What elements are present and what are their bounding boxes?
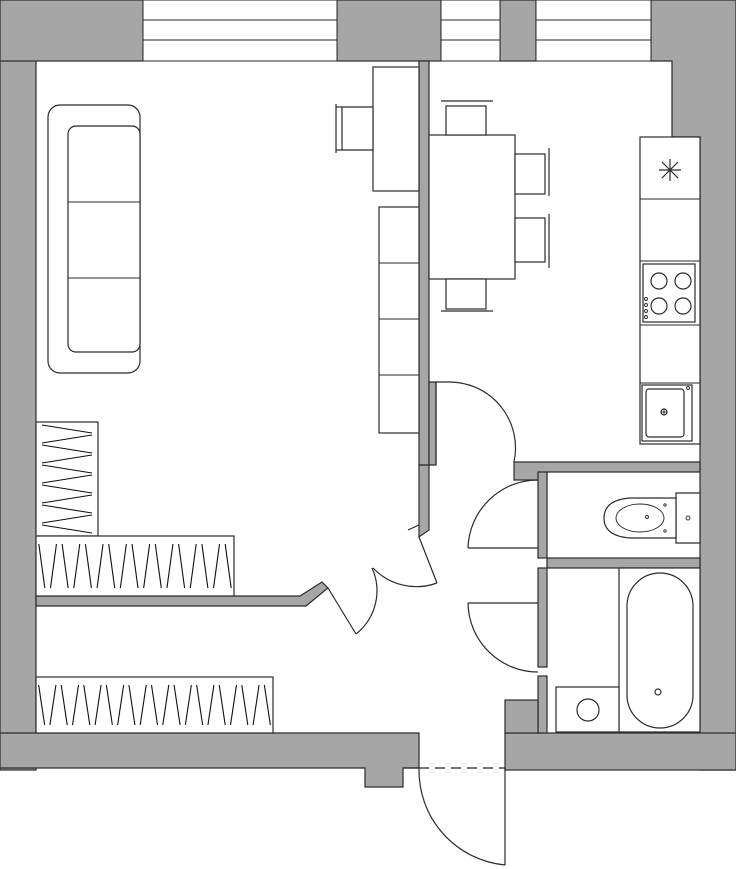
door-icon[interactable]: [403, 767, 506, 866]
hanger-mark: [41, 454, 93, 464]
hanger-mark: [41, 464, 93, 474]
hall-wardrobe: [35, 676, 274, 734]
living-room-wardrobe: [35, 421, 235, 597]
wall-outer-left: [0, 0, 37, 771]
chair-icon: [441, 100, 493, 136]
tv-unit: [378, 206, 420, 434]
sofa-icon: [47, 104, 141, 374]
wall-wc-bath: [546, 557, 701, 569]
hanger-mark: [173, 684, 181, 726]
wall-hall-left: [418, 464, 430, 539]
hanger-mark: [73, 543, 81, 589]
hanger-mark: [41, 514, 93, 524]
wall-corridor-right: [504, 699, 539, 734]
wall-outer-bottom-left: [0, 732, 420, 788]
hanger-mark: [49, 543, 58, 589]
hanger-mark: [162, 684, 170, 726]
wall-outer-bottom-right: [504, 732, 736, 771]
hanger-mark: [166, 543, 174, 589]
hanger-mark: [196, 684, 204, 726]
hanger-mark: [212, 543, 221, 589]
desk-icon: [372, 66, 420, 192]
hanger-mark: [61, 543, 69, 589]
doors: [327, 381, 539, 866]
hanger-mark: [150, 684, 159, 726]
asterisk-icon: [659, 159, 681, 181]
hanger-mark: [241, 684, 249, 726]
hanger-mark: [83, 684, 91, 726]
door-icon[interactable]: [467, 479, 539, 549]
door-icon[interactable]: [435, 381, 517, 465]
hanger-mark: [41, 424, 93, 434]
hanger-mark: [94, 684, 102, 726]
hanger-mark: [252, 684, 260, 726]
bathtub-icon: [618, 567, 701, 733]
wc: [603, 492, 701, 544]
hanger-mark: [41, 524, 93, 534]
washing-machine-icon: [555, 686, 620, 733]
hanger-mark: [41, 474, 93, 484]
door-icon[interactable]: [467, 602, 539, 673]
chair-icon: [335, 104, 374, 153]
bathroom: [555, 567, 701, 733]
walls: [0, 0, 736, 788]
hanger-mark: [224, 543, 232, 589]
hanger-mark: [41, 434, 93, 444]
hanger-mark: [41, 484, 93, 494]
door-icon[interactable]: [327, 524, 438, 635]
hanger-mark: [218, 684, 226, 726]
chair-icon: [514, 148, 550, 196]
windows: [142, 0, 652, 62]
hanger-mark: [143, 543, 151, 589]
hall: [35, 676, 274, 734]
hanger-mark: [49, 684, 57, 726]
wall-outer-top-pier: [499, 0, 537, 62]
sink-icon: [641, 384, 693, 442]
hanger-mark: [128, 684, 136, 726]
hanger-mark: [201, 543, 209, 589]
kitchen: [428, 100, 701, 445]
stove-icon: [642, 263, 696, 323]
hanger-mark: [154, 543, 162, 589]
hanger-mark: [119, 543, 127, 589]
wall-outer-top-left: [0, 0, 144, 62]
hanger-mark: [41, 444, 93, 454]
hanger-mark: [38, 543, 46, 589]
hanger-mark: [189, 543, 197, 589]
window-icon: [142, 0, 338, 62]
hanger-mark: [38, 684, 46, 726]
hanger-mark: [178, 543, 186, 589]
hanger-mark: [229, 684, 238, 726]
chair-icon: [441, 278, 493, 312]
wall-bath-left-lower: [537, 675, 548, 734]
hanger-mark: [105, 684, 113, 726]
window-icon: [440, 0, 501, 62]
hanger-mark: [263, 684, 271, 726]
hanger-mark: [96, 543, 104, 589]
toilet-icon: [603, 492, 701, 544]
window-icon: [535, 0, 652, 62]
wall-living-kitchen: [418, 60, 430, 466]
hanger-mark: [207, 684, 215, 726]
hanger-mark: [60, 684, 68, 726]
chair-icon: [514, 214, 550, 268]
wall-wc-left: [537, 471, 548, 559]
hanger-mark: [117, 684, 125, 726]
hanger-mark: [184, 684, 192, 726]
hanger-mark: [84, 543, 92, 589]
hanger-mark: [139, 684, 147, 726]
wall-outer-top-middle: [336, 0, 442, 62]
wall-kitchen-hall: [428, 381, 437, 466]
hanger-mark: [41, 494, 93, 504]
living-room: [35, 66, 420, 597]
hanger-mark: [131, 543, 139, 589]
hanger-mark: [108, 543, 116, 589]
hanger-mark: [71, 684, 80, 726]
hanger-mark: [41, 504, 93, 514]
dining-table-icon: [428, 134, 516, 280]
wall-bath-left: [537, 567, 548, 668]
